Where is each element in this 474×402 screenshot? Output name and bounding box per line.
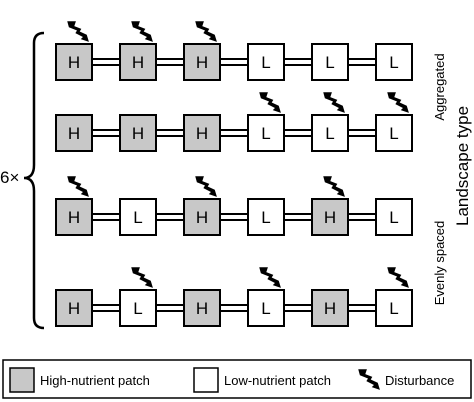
patch-label: H: [68, 53, 80, 72]
lightning-bolt-icon: [259, 92, 281, 113]
lightning-bolt-icon: [259, 267, 281, 288]
high-nutrient-patch: [55, 43, 93, 81]
high-nutrient-patch: [183, 198, 221, 236]
patch-label: H: [196, 124, 208, 143]
patch-label: L: [261, 124, 270, 143]
low-nutrient-patch: [247, 114, 285, 152]
high-nutrient-patch: [55, 198, 93, 236]
patch-label: H: [196, 53, 208, 72]
patch-label: H: [68, 208, 80, 227]
low-nutrient-patch: [375, 289, 413, 327]
multiplier-label: 6×: [0, 168, 19, 187]
high-nutrient-patch: [119, 114, 157, 152]
patch-label: H: [68, 299, 80, 318]
patch-label: L: [133, 299, 142, 318]
low-nutrient-patch: [119, 198, 157, 236]
patch-label: L: [133, 208, 142, 227]
aggregated-label: Aggregated: [432, 53, 447, 120]
patch-label: L: [261, 299, 270, 318]
legend-low-swatch: [193, 367, 219, 393]
lightning-bolt-icon: [67, 176, 89, 197]
patch-label: L: [389, 299, 398, 318]
patch-label: H: [196, 208, 208, 227]
low-nutrient-patch: [247, 43, 285, 81]
patch-label: H: [68, 124, 80, 143]
patch-label: L: [389, 53, 398, 72]
landscape-type-label: Landscape type: [453, 106, 472, 226]
lightning-bolt-icon: [323, 92, 345, 113]
high-nutrient-patch: [55, 289, 93, 327]
high-nutrient-patch: [311, 198, 349, 236]
patch-label: L: [261, 208, 270, 227]
high-nutrient-patch: [183, 289, 221, 327]
patch-label: H: [196, 299, 208, 318]
lightning-bolt-icon: [323, 176, 345, 197]
patch-label: L: [261, 53, 270, 72]
patch-label: H: [132, 53, 144, 72]
lightning-bolt-icon: [195, 176, 217, 197]
patch-label: H: [132, 124, 144, 143]
group-brace: [23, 31, 45, 330]
evenly-spaced-label: Evenly spaced: [432, 221, 447, 306]
low-nutrient-patch: [311, 114, 349, 152]
high-nutrient-patch: [311, 289, 349, 327]
lightning-bolt-icon: [195, 21, 217, 42]
legend: High-nutrient patch Low-nutrient patch D…: [2, 359, 472, 399]
lightning-bolt-icon: [131, 21, 153, 42]
legend-high-swatch: [9, 367, 35, 393]
lightning-bolt-icon: [387, 92, 409, 113]
patch-label: L: [389, 124, 398, 143]
legend-frame: [2, 359, 472, 399]
low-nutrient-patch: [119, 289, 157, 327]
high-nutrient-patch: [183, 43, 221, 81]
legend-high-label: High-nutrient patch: [40, 373, 150, 388]
low-nutrient-patch: [375, 198, 413, 236]
low-nutrient-patch: [375, 114, 413, 152]
legend-disturbance-label: Disturbance: [385, 373, 454, 388]
low-nutrient-patch: [375, 43, 413, 81]
low-nutrient-patch: [311, 43, 349, 81]
patch-label: L: [389, 208, 398, 227]
low-nutrient-patch: [247, 289, 285, 327]
patch-label: L: [325, 53, 334, 72]
high-nutrient-patch: [183, 114, 221, 152]
patch-label: L: [325, 124, 334, 143]
high-nutrient-patch: [55, 114, 93, 152]
lightning-bolt-icon: [387, 267, 409, 288]
lightning-bolt-icon: [131, 267, 153, 288]
patch-label: H: [324, 208, 336, 227]
low-nutrient-patch: [247, 198, 285, 236]
legend-low-label: Low-nutrient patch: [224, 373, 331, 388]
patch-rows: H H H L L L H H H L L L H L H L H L H L H L H L: [55, 21, 413, 327]
high-nutrient-patch: [119, 43, 157, 81]
lightning-bolt-icon: [67, 21, 89, 42]
patch-label: H: [324, 299, 336, 318]
